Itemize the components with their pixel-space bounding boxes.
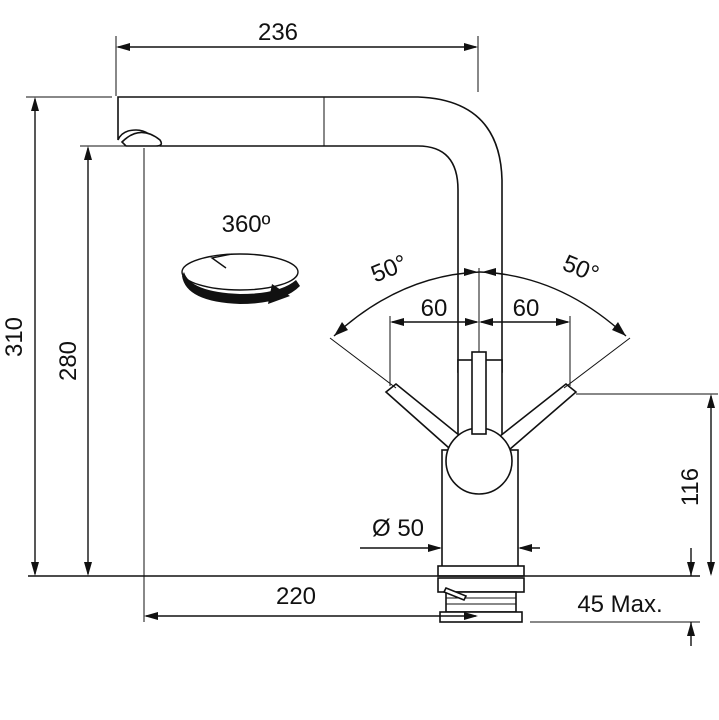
handle-ball xyxy=(445,427,513,495)
dimension-116-label: 116 xyxy=(677,468,704,506)
base-flange xyxy=(437,565,525,577)
faucet-outline xyxy=(117,96,578,623)
dimension-310: 310 xyxy=(1,96,112,576)
dimension-310-label: 310 xyxy=(1,317,28,357)
reach-left-label: 60 xyxy=(421,295,448,322)
mounting-screw xyxy=(442,586,468,602)
rotation-arrow-icon: 360º xyxy=(181,211,300,304)
spout-nozzle xyxy=(120,131,163,147)
dimension-45-max-label: 45 Max. xyxy=(577,591,662,618)
dimension-45-max: 45 Max. xyxy=(530,548,700,646)
dimension-280-label: 280 xyxy=(55,341,82,381)
reach-right-label: 60 xyxy=(513,295,540,322)
dimension-116: 116 xyxy=(576,393,718,576)
spout-arm xyxy=(117,96,503,373)
dimension-diameter-50: Ø 50 xyxy=(360,515,540,552)
dimension-220: 220 xyxy=(143,148,478,622)
swing-right-angle-label: 50° xyxy=(559,250,603,289)
dimension-diameter-50-label: Ø 50 xyxy=(372,515,424,542)
swing-left-angle-label: 50° xyxy=(367,250,411,289)
dimension-236-label: 236 xyxy=(258,19,298,46)
mounting-washer xyxy=(439,611,523,623)
dimension-280: 280 xyxy=(55,145,130,576)
handle-reach-dimensions: 60 60 xyxy=(389,295,571,386)
dimension-236: 236 xyxy=(115,19,479,96)
rotation-label: 360º xyxy=(222,211,271,238)
dimension-220-label: 220 xyxy=(276,583,316,610)
handle-stem xyxy=(471,351,487,435)
